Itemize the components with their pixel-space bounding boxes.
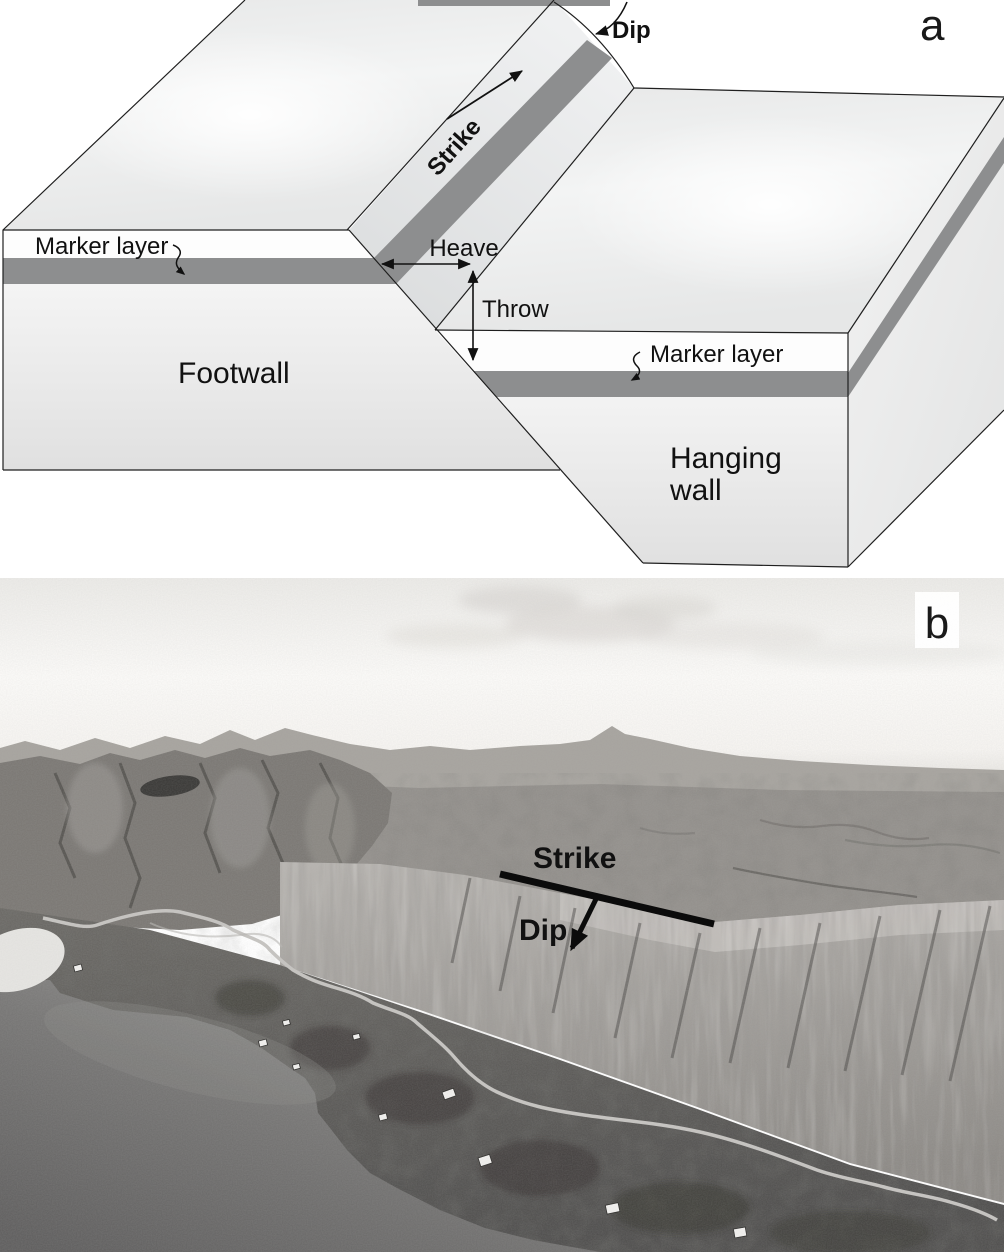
footwall-front-white-band: [3, 230, 374, 258]
footwall-front-face: [3, 230, 560, 470]
hanging-wall-end-marker-stripe: [848, 137, 1004, 397]
marker-layer-label-footwall: Marker layer: [35, 233, 168, 260]
strike-arrow: [446, 70, 523, 120]
marker-layer-label-hanging-wall: Marker layer: [650, 341, 783, 368]
hanging-wall-front-white-band: [435, 330, 848, 371]
top-edge-marker-sliver: [418, 0, 610, 6]
throw-label: Throw: [482, 296, 549, 323]
hanging-wall-label-line1: Hanging: [670, 442, 782, 475]
marker-layer-leader-hanging-wall: [630, 351, 641, 381]
panel-b-letter-backing: [915, 592, 959, 648]
block-outlines: [2, 0, 1004, 568]
panel-a-block-diagram: Dip Strike Heave Throw Marker layer Mark…: [2, 0, 1004, 568]
hanging-wall-top-highlight: [570, 115, 970, 295]
photo-strike-label: Strike: [533, 842, 616, 875]
panel-b-letter: b: [925, 599, 949, 648]
heave-label: Heave: [429, 235, 498, 262]
dip-label: Dip: [612, 17, 651, 44]
photo-grain: [0, 578, 1004, 1252]
hanging-wall-marker-layer-stripe: [473, 371, 848, 397]
strike-line: [499, 870, 715, 928]
panel-b-photograph: Strike Dip b: [0, 578, 1004, 1252]
footwall-marker-layer-stripe: [3, 258, 396, 284]
panel-a-letter: a: [920, 1, 945, 50]
footwall-top-highlight: [60, 30, 440, 200]
fault-plane-marker-band: [374, 40, 612, 284]
photo-dip-label: Dip: [519, 914, 567, 947]
marker-layer-leader-footwall: [172, 244, 186, 275]
footwall-label: Footwall: [178, 357, 290, 390]
hanging-wall-label-line2: wall: [669, 474, 722, 507]
dip-arrow: [569, 895, 600, 952]
dip-angle-arc-arrow: [594, 1, 628, 36]
